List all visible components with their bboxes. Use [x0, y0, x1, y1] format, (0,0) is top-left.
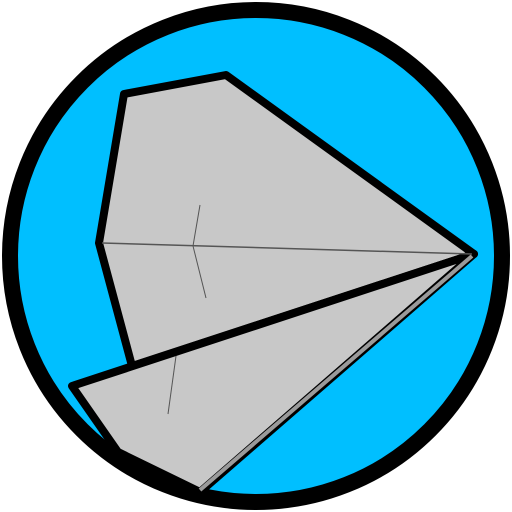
plane-upper-crease: [192, 204, 207, 299]
plane-keel-edge: [198, 254, 474, 492]
plane-lower-crease: [167, 355, 177, 415]
plane-lower-wing: [68, 250, 478, 496]
plane-center-fold: [101, 242, 473, 255]
